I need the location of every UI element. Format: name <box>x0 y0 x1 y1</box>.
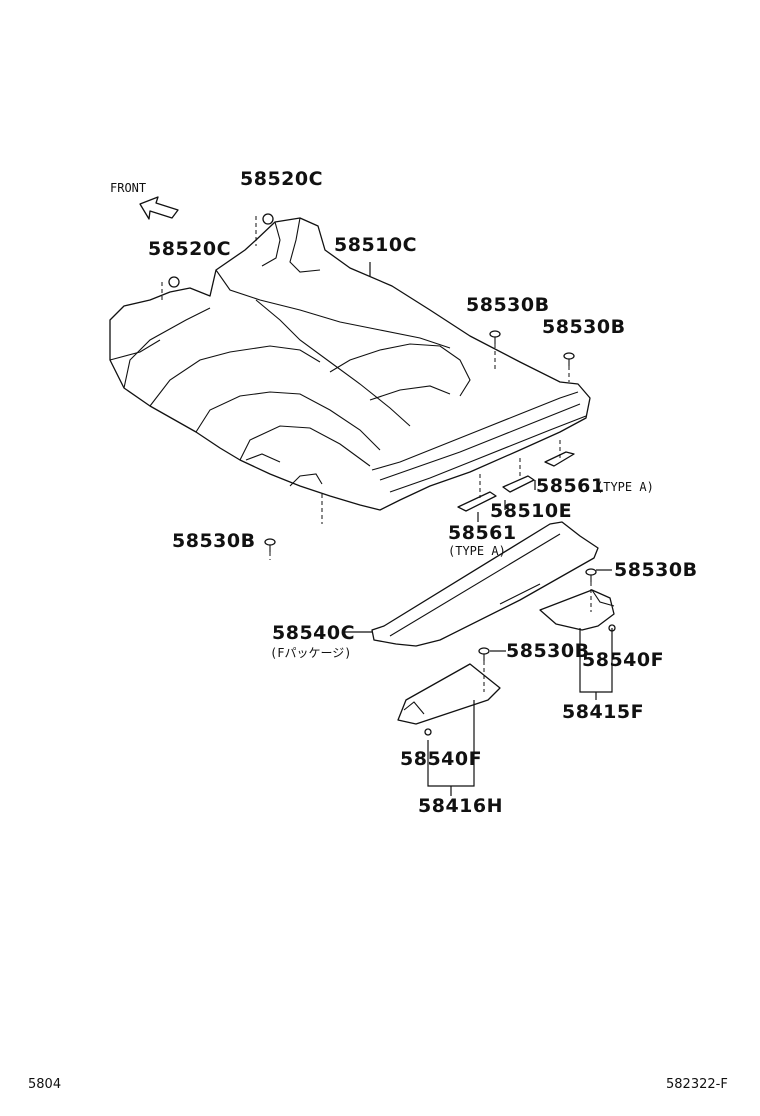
clip-58540f-left-icon <box>424 728 432 736</box>
footer-left-code: 5804 <box>28 1077 62 1092</box>
footer-right-code: 582322-F <box>666 1077 728 1092</box>
panel-58540c-shape <box>371 521 599 647</box>
label-58540c-note: (Fパッケージ) <box>270 646 352 660</box>
label-58530b-right: 58530B <box>614 559 698 581</box>
label-58540c: 58540C <box>272 622 356 644</box>
clip-58520c-top-icon <box>262 213 274 225</box>
clip-58530b-a-icon <box>489 330 501 344</box>
clip-58530b-right-icon <box>585 568 597 582</box>
label-58530b-a: 58530B <box>466 294 550 316</box>
front-arrow-icon <box>139 196 179 220</box>
label-58561-right-note: (TYPE A) <box>596 480 654 494</box>
label-58540f-right: 58540F <box>582 649 665 671</box>
label-58530b-mid: 58530B <box>506 640 590 662</box>
label-58416h: 58416H <box>418 795 504 817</box>
panel-58415f-shape <box>539 589 615 631</box>
panel-58416h-shape <box>397 663 501 725</box>
clip-58530b-left-icon <box>264 538 276 552</box>
label-58530b-left: 58530B <box>172 530 256 552</box>
part-58510e-shape <box>502 475 535 493</box>
clip-58530b-mid-icon <box>478 647 490 661</box>
part-58561-right-shape <box>544 451 575 467</box>
label-58510c: 58510C <box>334 234 418 256</box>
label-58530b-b: 58530B <box>542 316 626 338</box>
label-58561-right: 58561 <box>536 475 605 497</box>
part-58561-left-shape <box>457 491 497 512</box>
label-58520c-left: 58520C <box>148 238 232 260</box>
label-58540f-left: 58540F <box>400 748 483 770</box>
front-label: FRONT <box>110 181 147 195</box>
clip-58530b-b-icon <box>563 352 575 366</box>
label-58520c-top: 58520C <box>240 168 324 190</box>
label-58415f: 58415F <box>562 701 645 723</box>
floor-carpet-shape <box>109 217 591 511</box>
label-58561-left: 58561 <box>448 522 517 544</box>
label-58510e: 58510E <box>490 500 573 522</box>
clip-58520c-left-icon <box>168 276 180 288</box>
label-58561-left-note: (TYPE A) <box>448 544 506 558</box>
